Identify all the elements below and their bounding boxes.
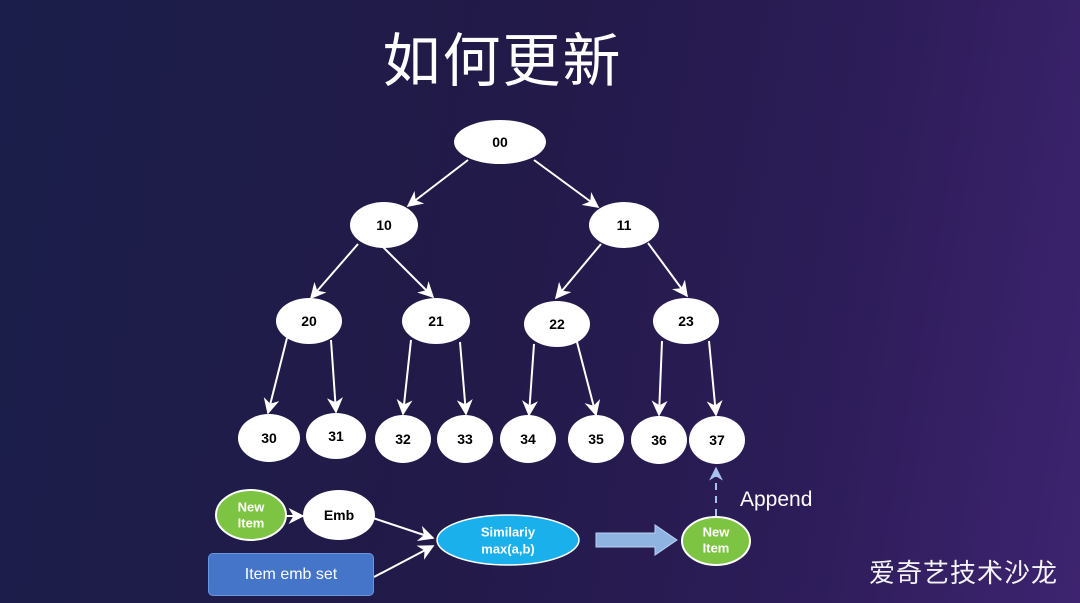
node-33: 33: [437, 415, 493, 463]
arrow-emb-similarity: [372, 517, 435, 542]
similarity-node: Similariy max(a,b): [436, 514, 580, 566]
svg-text:11: 11: [617, 217, 632, 233]
svg-text:21: 21: [428, 313, 444, 329]
edge-21-32: [396, 339, 413, 416]
node-00: 00: [454, 120, 546, 164]
svg-text:22: 22: [549, 316, 565, 332]
node-20: 20: [276, 298, 342, 344]
svg-text:34: 34: [520, 431, 536, 447]
edge-00-11: [533, 159, 600, 208]
node-23: 23: [653, 298, 719, 344]
new-item-source: New Item: [215, 489, 287, 541]
edge-22-35: [576, 341, 601, 417]
svg-text:30: 30: [261, 430, 277, 446]
svg-text:33: 33: [457, 431, 473, 447]
node-36: 36: [631, 416, 687, 464]
svg-text:Emb: Emb: [324, 507, 354, 523]
append-label: Append: [740, 488, 812, 511]
tree-edges: [263, 159, 723, 417]
svg-text:00: 00: [492, 134, 508, 150]
svg-text:max(a,b): max(a,b): [481, 542, 534, 557]
edge-23-36: [651, 340, 668, 417]
edge-11-22: [554, 243, 602, 300]
svg-text:37: 37: [709, 432, 725, 448]
svg-text:New: New: [238, 500, 266, 515]
edge-10-20: [309, 243, 359, 300]
svg-text:35: 35: [588, 431, 604, 447]
svg-text:Similariy: Similariy: [481, 525, 536, 540]
svg-text:Item: Item: [703, 541, 730, 556]
node-34: 34: [500, 415, 556, 463]
node-22: 22: [524, 301, 590, 347]
node-35: 35: [568, 415, 624, 463]
node-31: 31: [306, 413, 366, 459]
node-11: 11: [589, 202, 659, 248]
update-flow: Append New Item Emb Similariy max(a,b: [215, 466, 812, 578]
page-title: 如何更新: [382, 27, 623, 95]
watermark-logo: 爱奇艺技术沙龙: [868, 559, 1058, 589]
edge-20-30: [263, 337, 288, 415]
svg-text:New: New: [703, 525, 731, 540]
item-emb-set-box: Item emb set: [208, 553, 374, 596]
edge-10-21: [381, 245, 435, 299]
edge-23-37: [706, 340, 723, 417]
node-10: 10: [350, 202, 418, 248]
new-item-result: New Item: [681, 516, 751, 566]
edge-22-34: [522, 343, 538, 417]
edge-00-10: [406, 159, 469, 207]
edge-21-33: [456, 341, 473, 416]
arrow-embset-similarity: [373, 545, 435, 578]
tree-nodes: 00 10 11 20 21 22 23 30 31 32 33 34 35 3…: [238, 120, 745, 464]
node-37: 37: [689, 416, 745, 464]
block-arrow: [595, 524, 678, 556]
svg-text:10: 10: [376, 217, 392, 233]
edge-11-23: [647, 242, 688, 298]
svg-text:36: 36: [651, 432, 667, 448]
node-32: 32: [375, 415, 431, 463]
svg-text:Item: Item: [238, 516, 265, 531]
svg-text:32: 32: [395, 431, 411, 447]
svg-text:20: 20: [301, 313, 317, 329]
node-30: 30: [238, 414, 300, 462]
emb-node: Emb: [303, 490, 375, 540]
node-21: 21: [402, 298, 470, 344]
edge-20-31: [327, 339, 343, 414]
svg-text:31: 31: [328, 428, 344, 444]
svg-text:23: 23: [678, 313, 694, 329]
